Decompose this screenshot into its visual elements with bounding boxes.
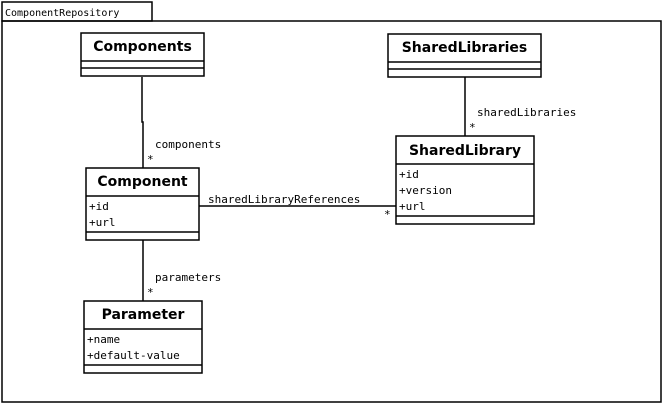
association-shared-library-references-multiplicity: * [384, 208, 391, 221]
class-shared-library-name: SharedLibrary [409, 143, 521, 159]
class-shared-libraries-name: SharedLibraries [402, 40, 528, 56]
class-parameter-box [83, 300, 203, 374]
class-components-box [80, 32, 205, 77]
class-component-attribute: +id [89, 200, 109, 213]
association-shared-libraries: sharedLibraries * [464, 77, 576, 136]
package-name: ComponentRepository [5, 8, 119, 19]
class-parameter-attribute: +name [87, 333, 120, 346]
association-shared-libraries-role: sharedLibraries [477, 106, 576, 119]
association-shared-library-references: sharedLibraryReferences * [199, 193, 396, 221]
class-component: Component +id +url [85, 167, 200, 241]
class-shared-library-attribute: +id [399, 168, 419, 181]
class-component-attribute: +url [89, 216, 116, 229]
association-components-role: components [155, 138, 221, 151]
association-parameters: parameters * [142, 240, 221, 301]
association-parameters-role: parameters [155, 271, 221, 284]
class-parameter-name: Parameter [102, 307, 185, 323]
class-shared-library-attribute: +version [399, 184, 452, 197]
association-components-multiplicity: * [147, 153, 154, 166]
class-shared-library: SharedLibrary +id +version +url [395, 135, 535, 225]
association-shared-library-references-role: sharedLibraryReferences [208, 193, 360, 206]
package-body [1, 20, 662, 403]
class-component-name: Component [97, 174, 188, 190]
association-components: components * [141, 77, 221, 168]
class-shared-library-box [395, 135, 535, 225]
association-components-line [141, 77, 144, 168]
association-parameters-multiplicity: * [147, 286, 154, 299]
class-parameter: Parameter +name +default-value [83, 300, 203, 374]
class-shared-libraries-box [387, 33, 542, 78]
class-components: Components [80, 32, 205, 77]
class-component-box [85, 167, 200, 241]
class-parameter-attribute: +default-value [87, 349, 180, 362]
class-shared-library-attribute: +url [399, 200, 426, 213]
class-shared-libraries: SharedLibraries [387, 33, 542, 78]
class-components-name: Components [93, 39, 192, 55]
association-shared-libraries-multiplicity: * [469, 121, 476, 134]
